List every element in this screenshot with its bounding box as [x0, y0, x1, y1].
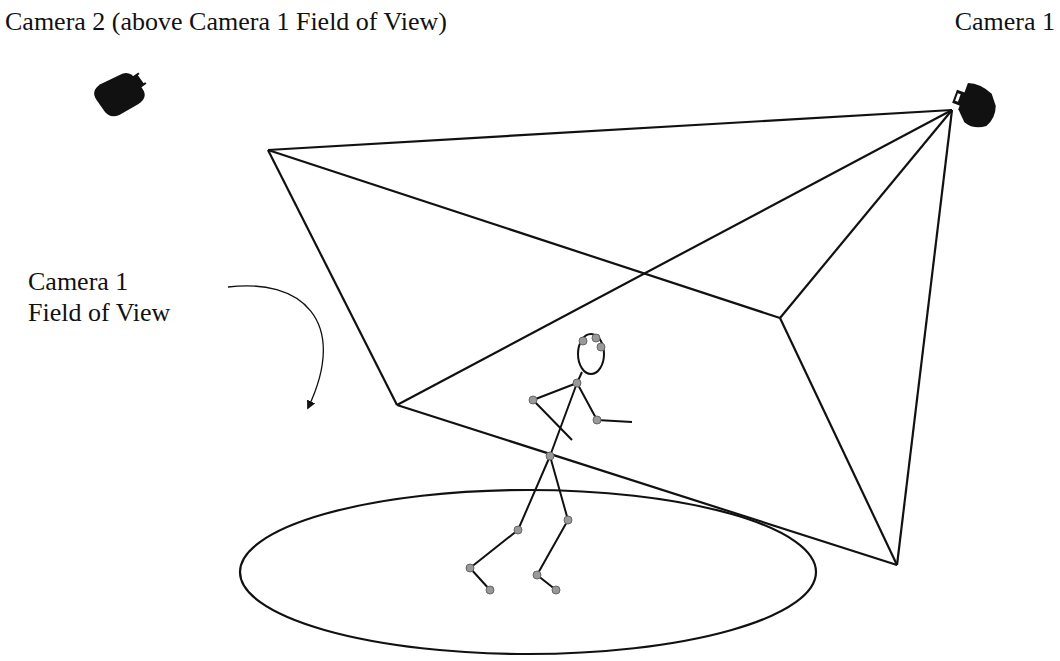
camera-icon — [91, 62, 155, 122]
field-of-view-pyramid — [268, 110, 952, 565]
camera-label: Camera 1 — [955, 6, 1055, 37]
camera-icon — [947, 79, 1002, 132]
camera-label: Camera 2 (above Camera 1 Field of View) — [5, 6, 475, 37]
stick-figure — [470, 334, 632, 590]
callout-label: Camera 1 Field of View — [28, 266, 183, 328]
leader-arrow — [228, 286, 323, 408]
marker-dots — [466, 334, 605, 594]
capture-floor — [240, 490, 816, 654]
